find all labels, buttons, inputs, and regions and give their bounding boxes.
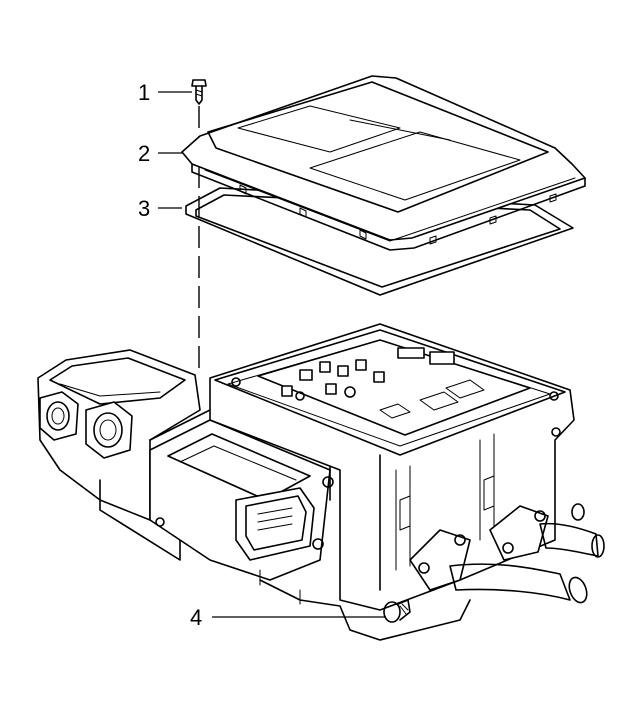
bracket-right-1 bbox=[409, 529, 471, 591]
connector-left-2 bbox=[85, 401, 133, 459]
callout-label-2: 2 bbox=[138, 141, 150, 166]
callout-label-4: 4 bbox=[190, 605, 202, 630]
callout-label-1: 1 bbox=[138, 80, 150, 105]
bolt-part-1 bbox=[191, 79, 207, 105]
hose-lower bbox=[449, 563, 571, 601]
housing-assembly bbox=[37, 323, 605, 641]
cover-part-2 bbox=[181, 75, 586, 251]
callout-label-3: 3 bbox=[138, 196, 150, 221]
fitting-part-4 bbox=[383, 599, 411, 623]
connector-left-1 bbox=[39, 391, 79, 441]
hose-upper bbox=[539, 522, 599, 557]
gasket-part-3 bbox=[185, 187, 574, 296]
board-components bbox=[281, 347, 455, 401]
